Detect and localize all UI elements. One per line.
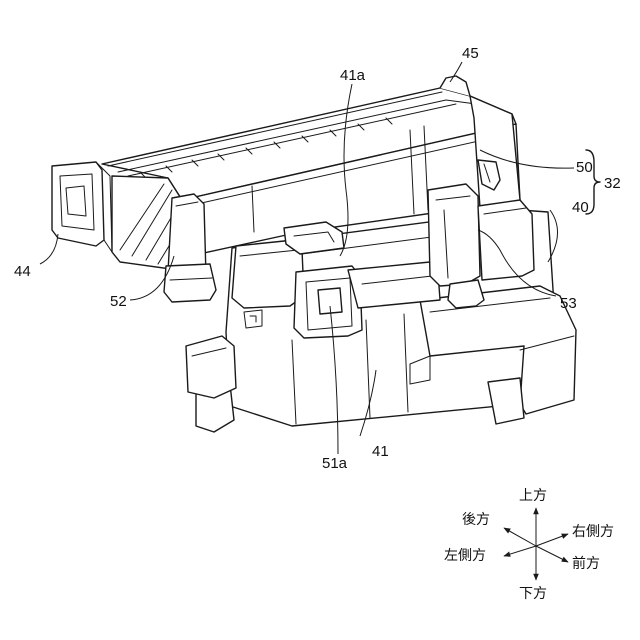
leader-44 <box>40 234 58 264</box>
label-44: 44 <box>14 263 31 280</box>
label-53: 53 <box>560 295 577 312</box>
dir-front: 前方 <box>572 555 600 572</box>
arrow-rear <box>504 528 536 546</box>
label-41: 41 <box>372 443 389 460</box>
label-45: 45 <box>462 45 479 62</box>
label-41a: 41a <box>340 67 366 84</box>
label-32: 32 <box>604 175 621 192</box>
arrow-right-side <box>536 534 568 546</box>
dir-rear: 後方 <box>462 512 490 528</box>
arrow-left-side <box>504 546 536 556</box>
label-40: 40 <box>572 199 589 216</box>
dir-up: 上方 <box>519 488 547 504</box>
dir-left-side: 左側方 <box>444 548 486 564</box>
left-bracket-44 <box>52 162 112 252</box>
arrow-front <box>536 546 568 562</box>
label-51a: 51a <box>322 455 348 472</box>
label-50: 50 <box>576 159 593 176</box>
dir-down: 下方 <box>519 586 547 602</box>
dir-right-side: 右側方 <box>572 524 614 540</box>
label-52: 52 <box>110 293 127 310</box>
direction-indicator: 上方 下方 後方 前方 右側方 左側方 <box>444 488 614 602</box>
